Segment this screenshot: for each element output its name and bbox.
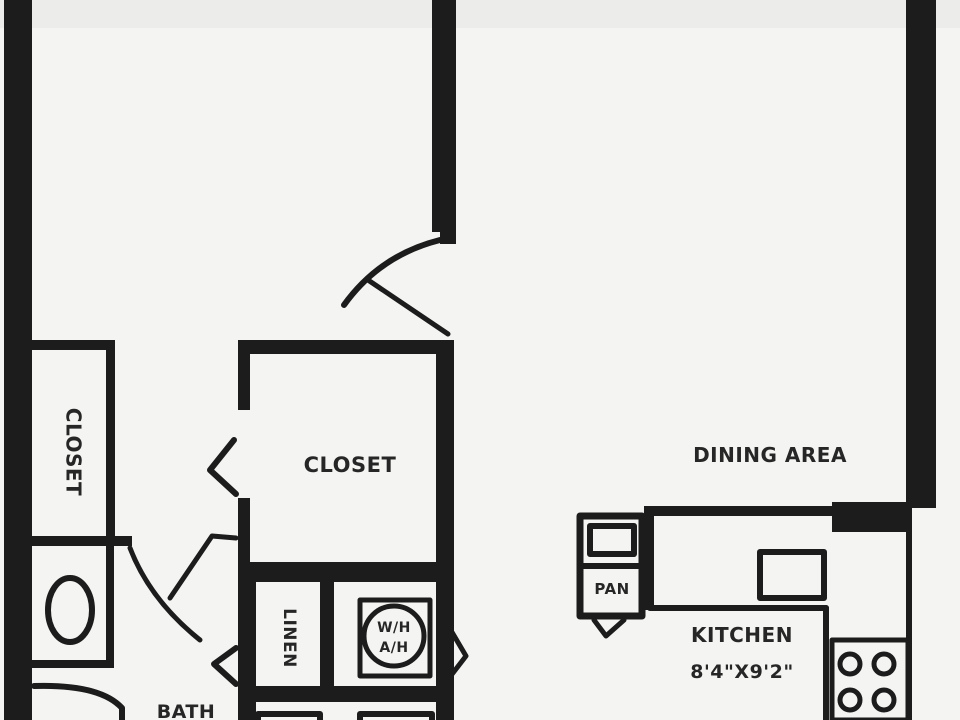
vanity-side-wall bbox=[106, 546, 114, 666]
closet-bifold-door bbox=[207, 437, 239, 497]
kitchen-top-wall bbox=[644, 506, 844, 516]
burner-bottom-left-icon bbox=[837, 687, 863, 713]
bath-door-leaf bbox=[167, 533, 239, 601]
bath-label: BATH bbox=[157, 701, 216, 720]
burner-top-left-icon bbox=[837, 651, 863, 677]
center-closet-right-wall bbox=[436, 340, 454, 720]
kitchen-counter-left bbox=[644, 506, 654, 610]
linen-divider-wall bbox=[320, 582, 334, 692]
pantry-label: PAN bbox=[594, 580, 629, 598]
left-closet-bottom-wall bbox=[28, 536, 132, 546]
outer-wall-right-lower bbox=[906, 508, 912, 720]
linen-bottom-wall bbox=[238, 686, 454, 702]
burner-bottom-right-icon bbox=[871, 687, 897, 713]
pantry-door bbox=[591, 617, 627, 639]
kitchen-label: KITCHEN bbox=[691, 623, 793, 647]
center-closet-top-wall bbox=[238, 340, 454, 354]
range-box bbox=[829, 637, 911, 720]
linen-door bbox=[211, 645, 239, 687]
dining-area-label: DINING AREA bbox=[693, 443, 847, 467]
bath-fixture-bottom bbox=[255, 711, 323, 720]
center-closet-bottom-wall bbox=[238, 562, 454, 582]
kitchen-sink bbox=[757, 549, 827, 601]
partition-wall-top-inner bbox=[432, 0, 440, 232]
water-heater-door bbox=[443, 619, 469, 685]
partition-wall-top bbox=[440, 0, 456, 244]
water-heater-label-line2: A/H bbox=[379, 640, 408, 656]
vanity-wall bbox=[28, 660, 114, 668]
bath-door-swing-arc bbox=[127, 545, 203, 643]
paper-fold-shadow bbox=[0, 0, 960, 28]
door-swing-arc bbox=[341, 237, 443, 308]
linen-left-wall bbox=[238, 582, 256, 720]
wh-fixture-bottom bbox=[357, 711, 435, 720]
water-heater-label-line1: W/H bbox=[377, 620, 411, 636]
left-closet-top-wall bbox=[28, 340, 114, 350]
toilet-outline bbox=[31, 682, 125, 720]
kitchen-size-label: 8'4"X9'2" bbox=[690, 661, 793, 683]
center-closet-label: CLOSET bbox=[304, 453, 397, 477]
sink-basin bbox=[45, 575, 95, 645]
left-closet-label: CLOSET bbox=[62, 408, 86, 496]
left-closet-right-wall bbox=[106, 340, 115, 540]
outer-wall-left bbox=[4, 0, 32, 720]
burner-top-right-icon bbox=[871, 651, 897, 677]
water-heater-tank bbox=[361, 603, 427, 669]
water-heater-box bbox=[357, 597, 433, 679]
outer-wall-right bbox=[906, 0, 936, 508]
door-leaf bbox=[365, 277, 451, 337]
center-closet-left-wall-upper bbox=[238, 340, 250, 410]
pantry-shelf bbox=[587, 523, 637, 557]
linen-label: LINEN bbox=[279, 608, 299, 668]
kitchen-top-right-wall bbox=[832, 502, 912, 532]
